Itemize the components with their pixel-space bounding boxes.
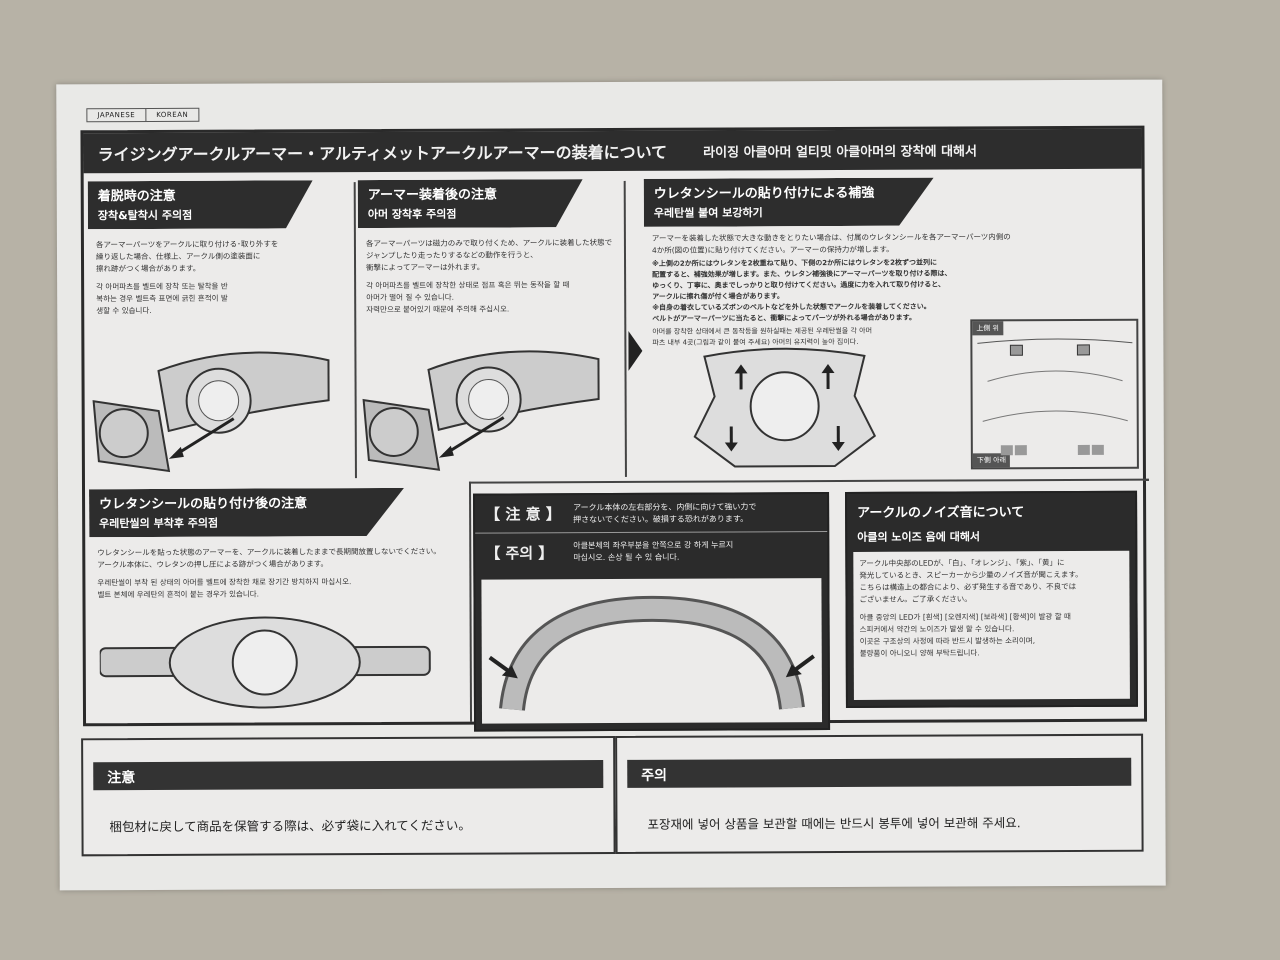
storage-text-kr: 포장재에 넣어 상품을 보관할 때에는 반드시 봉투에 넣어 보관해 주세요. — [647, 815, 1021, 832]
text-jp: アークル中央部のLEDが、「白」、「オレンジ」、「紫」、「黄」に発光しているとき… — [859, 558, 1083, 604]
instruction-sheet: JAPANESE KOREAN ライジングアークルアーマー・アルティメットアーク… — [56, 79, 1166, 891]
caution-label-kr: 【 주의 】 — [485, 543, 554, 563]
storage-heading-jp: 注意 — [93, 760, 604, 791]
note-jp: ※上側の2か所にはウレタンを2枚重ねて貼り、下側の2か所にはウレタンを2枚ずつ並… — [652, 258, 952, 323]
text-kr: 아클 중앙의 LED가 [흰색] [오렌지색] [보라색] [황색]이 발광 할… — [859, 611, 1071, 658]
caution-label-jp: 【 注 意 】 — [485, 505, 561, 524]
panel-after-sticker-caution: ウレタンシールの貼り付け後の注意 우레탄씰의 부착후 주의점 ウレタンシールを貼っ… — [89, 488, 466, 720]
heading-jp: ウレタンシールの貼り付けによる補強 — [653, 185, 875, 202]
armor-diagram — [693, 347, 877, 468]
press-illustration — [481, 578, 823, 724]
belt-illustration — [362, 350, 600, 471]
storage-heading-kr: 주의 — [627, 757, 1132, 788]
heading-kr: 우레탄씰 붙여 보강하기 — [653, 206, 763, 220]
title-kr: 라이징 아클아머 얼티밋 아클아머의 장착에 대해서 — [703, 143, 977, 161]
title-bar: ライジングアークルアーマー・アルティメットアークルアーマーの装着について 라이징… — [83, 128, 1142, 174]
heading-jp: ウレタンシールの貼り付け後の注意 — [99, 496, 308, 513]
storage-text-jp: 梱包材に戻して商品を保管する際は、必ず袋に入れてください。 — [109, 817, 471, 835]
heading-jp: アークルのノイズ音について — [857, 505, 1025, 521]
caution-text-jp: アークル本体の左右部分を、内側に向けて強い力で押さないでください。破損する恐れが… — [573, 501, 757, 524]
heading-jp: アーマー装着後の注意 — [367, 187, 498, 204]
lang-japanese: JAPANESE — [97, 111, 136, 120]
belt-illustration — [92, 351, 330, 473]
heading-kr: 아머 장착후 주의점 — [367, 207, 457, 222]
panel-removal-caution: 着脱時の注意 장착&탈착시 주의점 各アーマーパーツをアークルに取り付ける･取り外… — [88, 180, 351, 481]
text-jp: 各アーマーパーツをアークルに取り付ける･取り外すを繰り返した場合、仕様上、アーク… — [95, 239, 279, 274]
text-jp: 各アーマーパーツは磁力のみで取り付くため、アークルに装着した状態でジャンプしたり… — [365, 237, 613, 273]
sticker-position-diagram: 上側 위 下側 아래 — [970, 318, 1139, 470]
storage-notice-jp: 注意 梱包材に戻して商品を保管する際は、必ず袋に入れてください。 — [81, 735, 616, 857]
text-jp: アーマーを装着した状態で大きな動きをとりたい場合は、付属のウレタンシールを各アー… — [651, 232, 1011, 255]
lang-korean: KOREAN — [145, 108, 199, 122]
panel-press-warning: 【 注 意 】アークル本体の左右部分を、内側に向けて強い力で押さないでください。… — [473, 492, 831, 732]
heading-kr: 우레탄씰의 부착후 주의점 — [99, 516, 219, 531]
title-jp: ライジングアークルアーマー・アルティメットアークルアーマーの装着について — [97, 142, 668, 165]
heading-kr: 장착&탈착시 주의점 — [97, 208, 193, 223]
panel-after-armor-caution: アーマー装着後の注意 아머 장착후 주의점 各アーマーパーツは磁力のみで取り付くた… — [358, 179, 621, 480]
main-frame: ライジングアークルアーマー・アルティメットアークルアーマーの装着について 라이징… — [80, 125, 1149, 732]
language-tabs: JAPANESE KOREAN — [86, 107, 200, 123]
heading-kr: 아클의 노이즈 음에 대해서 — [857, 530, 981, 544]
arrow-right-icon — [628, 330, 643, 371]
panel-noise-notice: アークルのノイズ音について 아클의 노이즈 음에 대해서 アークル中央部のLEDが… — [845, 490, 1138, 708]
belt-front-illustration — [99, 616, 431, 709]
text-jp: ウレタンシールを貼った状態のアーマーを、アークルに装着したままで長期間放置しない… — [97, 546, 441, 570]
text-kr: 우레탄씰이 부착 된 상태의 아머를 벨트에 장착한 채로 장기간 방치하지 마… — [97, 577, 352, 600]
heading-jp: 着脱時の注意 — [97, 188, 176, 205]
storage-notice-kr: 주의 포장재에 넣어 상품을 보관할 때에는 반드시 봉투에 넣어 보관해 주세… — [615, 733, 1144, 854]
panel-urethane-reinforcement: ウレタンシールの貼り付けによる補強 우레탄씰 붙여 보강하기 アーマーを装着した状… — [644, 177, 1141, 479]
